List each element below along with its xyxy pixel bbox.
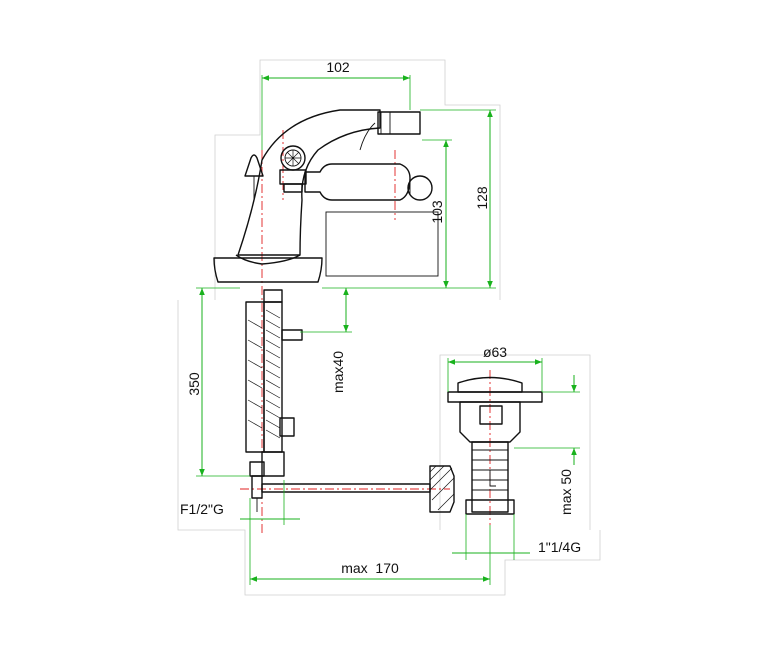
dim-label-inlet-thread: F1/2"G [180,501,224,517]
faucet-body [213,109,381,283]
dim-label-max170: max 170 [341,560,399,576]
control-knob [279,145,307,193]
dim-label-128: 128 [474,186,490,210]
dim-label-diameter-63: ø63 [483,344,507,360]
flexible-hoses [245,289,303,512]
dim-label-waste-thread: 1"1/4G [538,539,581,555]
popup-linkage-rod [261,465,455,513]
dimension-lines [196,75,580,585]
dim-label-103: 103 [429,200,445,224]
mixer-lever [304,163,433,201]
dimension-labels: 102 128 103 max40 350 ø63 max 50 F1/2"G … [180,59,581,576]
popup-rod-knob [244,154,264,200]
drawing-frame [177,59,601,596]
dim-label-max40: max40 [330,351,346,393]
dim-label-102: 102 [326,59,350,75]
spray-nozzle [359,111,421,151]
dim-label-max50: max 50 [558,469,574,515]
basin-deck-section [325,211,439,277]
waste-valve [447,376,543,515]
center-lines [240,130,491,535]
dim-label-350: 350 [186,372,202,396]
